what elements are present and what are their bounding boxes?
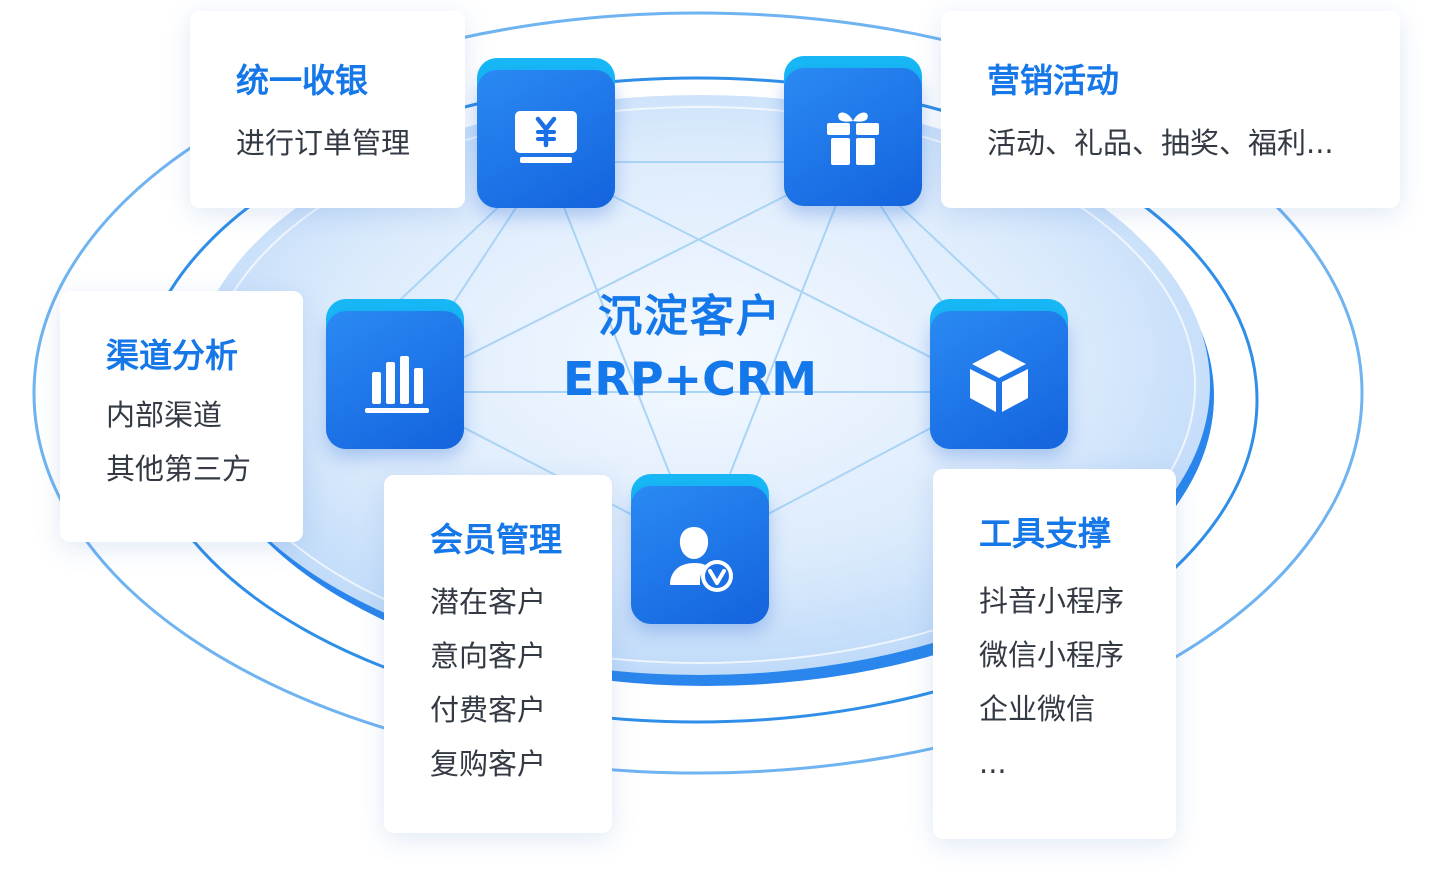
- cube-tile: [930, 299, 1068, 449]
- card-item: 付费客户: [430, 693, 547, 727]
- card-item: 微信小程序: [979, 638, 1125, 672]
- gift-icon: [827, 112, 879, 165]
- card-title: 渠道分析: [106, 336, 238, 375]
- card-title: 统一收银: [236, 61, 368, 100]
- card-item: ...: [979, 746, 1007, 780]
- card-marketing: 营销活动 活动、礼品、抽奖、福利...: [941, 11, 1400, 208]
- card-item: 意向客户: [430, 639, 547, 673]
- gift-tile: [784, 56, 922, 206]
- member-tile: [631, 474, 769, 624]
- card-item: 潜在客户: [430, 585, 547, 619]
- card-channel: 渠道分析 内部渠道 其他第三方: [60, 291, 303, 542]
- card-title: 工具支撑: [979, 514, 1111, 553]
- card-item: 复购客户: [430, 747, 547, 781]
- center-subtitle: ERP+CRM: [562, 352, 818, 406]
- card-tools: 工具支撑 抖音小程序 微信小程序 企业微信 ...: [933, 469, 1176, 839]
- card-list: 潜在客户 意向客户 付费客户 复购客户: [430, 575, 612, 791]
- card-title: 会员管理: [430, 520, 562, 559]
- cube-icon: [970, 350, 1028, 412]
- checkout-tile: [477, 58, 615, 208]
- center-title: 沉淀客户: [598, 291, 782, 342]
- card-item: 抖音小程序: [979, 584, 1125, 618]
- card-member: 会员管理 潜在客户 意向客户 付费客户 复购客户: [384, 475, 612, 833]
- outer-ring: [32, 11, 1364, 775]
- card-checkout: 统一收银 进行订单管理: [190, 11, 465, 208]
- verified-user-icon: [670, 527, 733, 592]
- bar-chart-icon: [365, 356, 429, 413]
- card-item: 内部渠道: [106, 398, 223, 432]
- card-list: 抖音小程序 微信小程序 企业微信 ...: [979, 574, 1176, 790]
- card-item: 企业微信: [979, 692, 1096, 726]
- chart-tile: [326, 299, 464, 449]
- card-item: 进行订单管理: [236, 126, 411, 160]
- card-item: 活动、礼品、抽奖、福利...: [987, 126, 1334, 160]
- cash-register-yen-icon: [515, 111, 577, 163]
- card-item: 其他第三方: [106, 452, 252, 486]
- card-title: 营销活动: [987, 61, 1119, 100]
- card-list: 内部渠道 其他第三方: [106, 388, 303, 496]
